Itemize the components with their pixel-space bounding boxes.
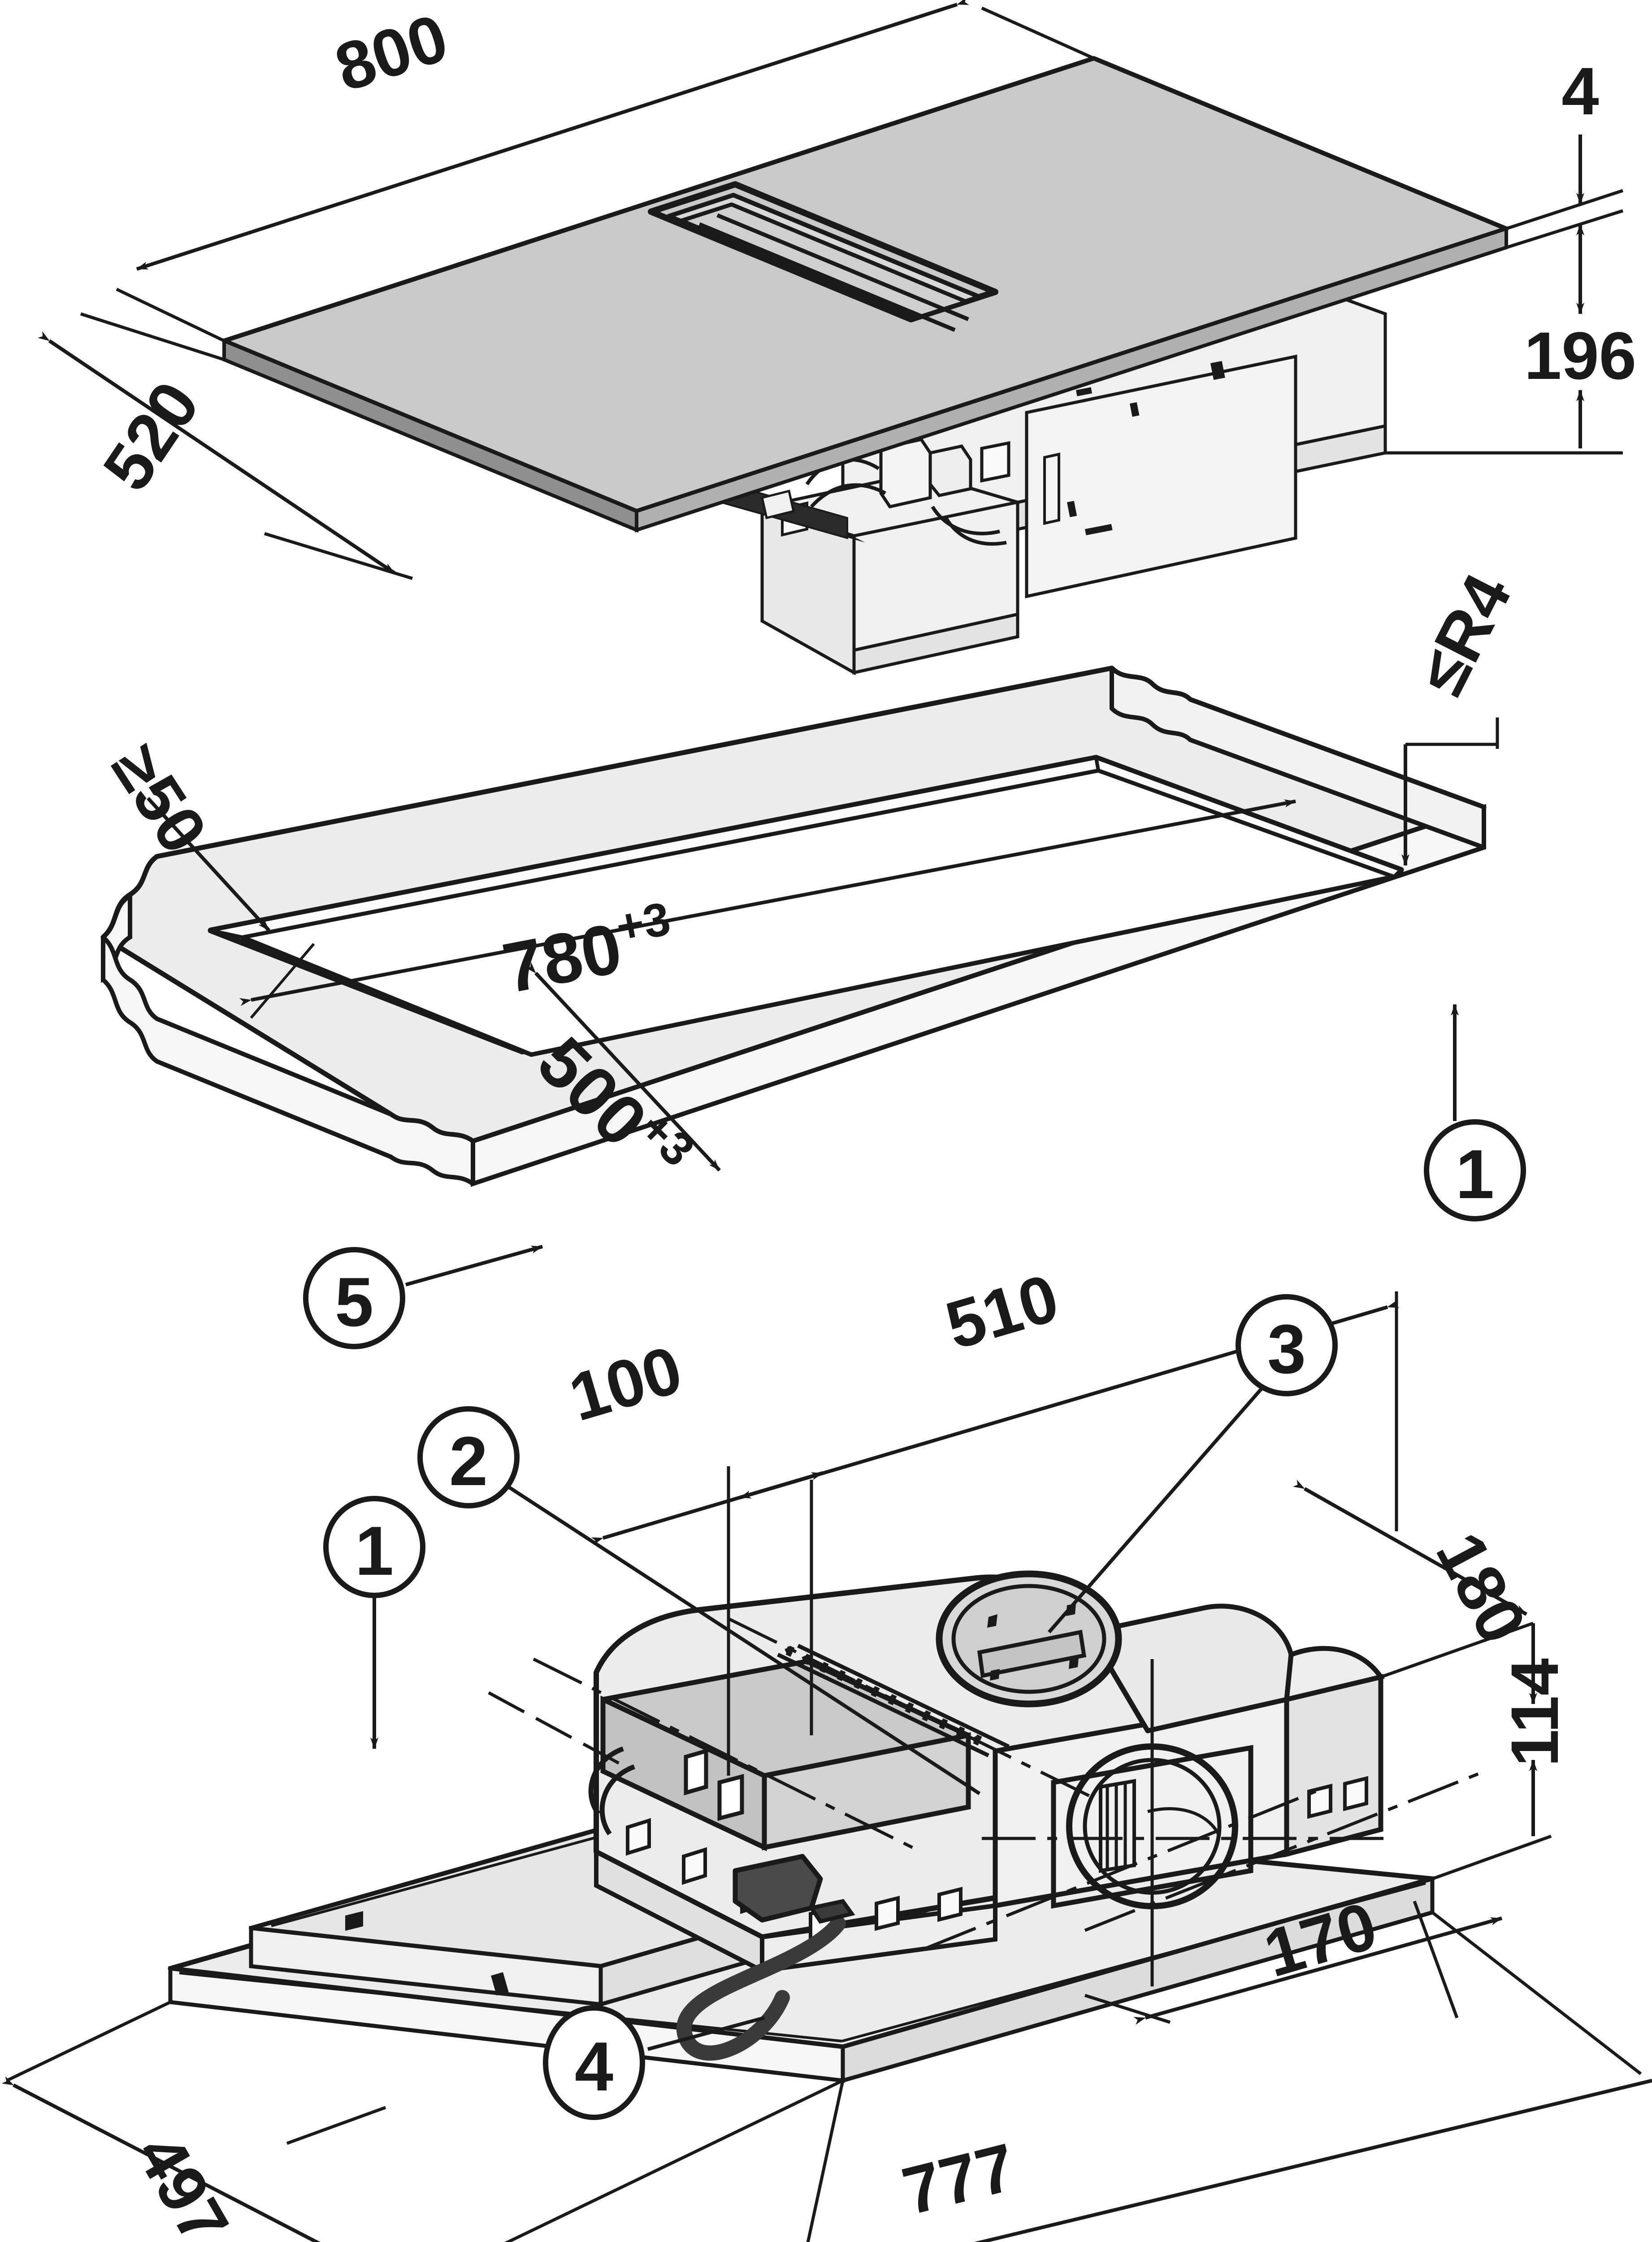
callout-5-worktop: 5 [303,1245,543,1349]
dimension-196: 196 [1385,251,1636,455]
motor-unit [588,1570,1385,1975]
dimension-label-196: 196 [1524,318,1636,393]
dimension-114: 114 [1497,1623,1572,1836]
callout-4-cable: 4 [543,2005,765,2120]
callout-1-tray-number: 1 [355,1512,394,1590]
dimension-label-114: 114 [1497,1658,1572,1767]
construction-lines [533,1617,1480,1986]
callout-1-cutout-number: 1 [1456,1135,1494,1213]
view-appliance: 800 520 4 196 [38,0,1636,675]
callout-2-motor: 2 [417,1406,981,1795]
dimension-label-4: 4 [1561,53,1599,129]
dimension-4: 4 [1505,53,1624,296]
power-cable [676,1854,855,2061]
callout-2-motor-number: 2 [449,1422,488,1500]
view-cutout: 780+3 500+3 ≥50 ≤R4 1 5 [98,562,1526,1349]
air-outlet-port [936,1570,1122,1708]
callout-1-tray: 1 [323,1496,626,1768]
callout-4-cable-number: 4 [575,2028,613,2105]
appliance-body [760,294,1387,675]
callout-3-outlet: 3 [1047,1294,1338,1634]
callout-3-outlet-number: 3 [1267,1310,1306,1388]
callout-1-cutout: 1 [1424,1004,1526,1221]
cooktop-glass-panel [222,56,1509,543]
view-motor: 510 100 180 114 170 777 [1,1260,1652,2242]
callout-5-worktop-number: 5 [335,1263,373,1341]
